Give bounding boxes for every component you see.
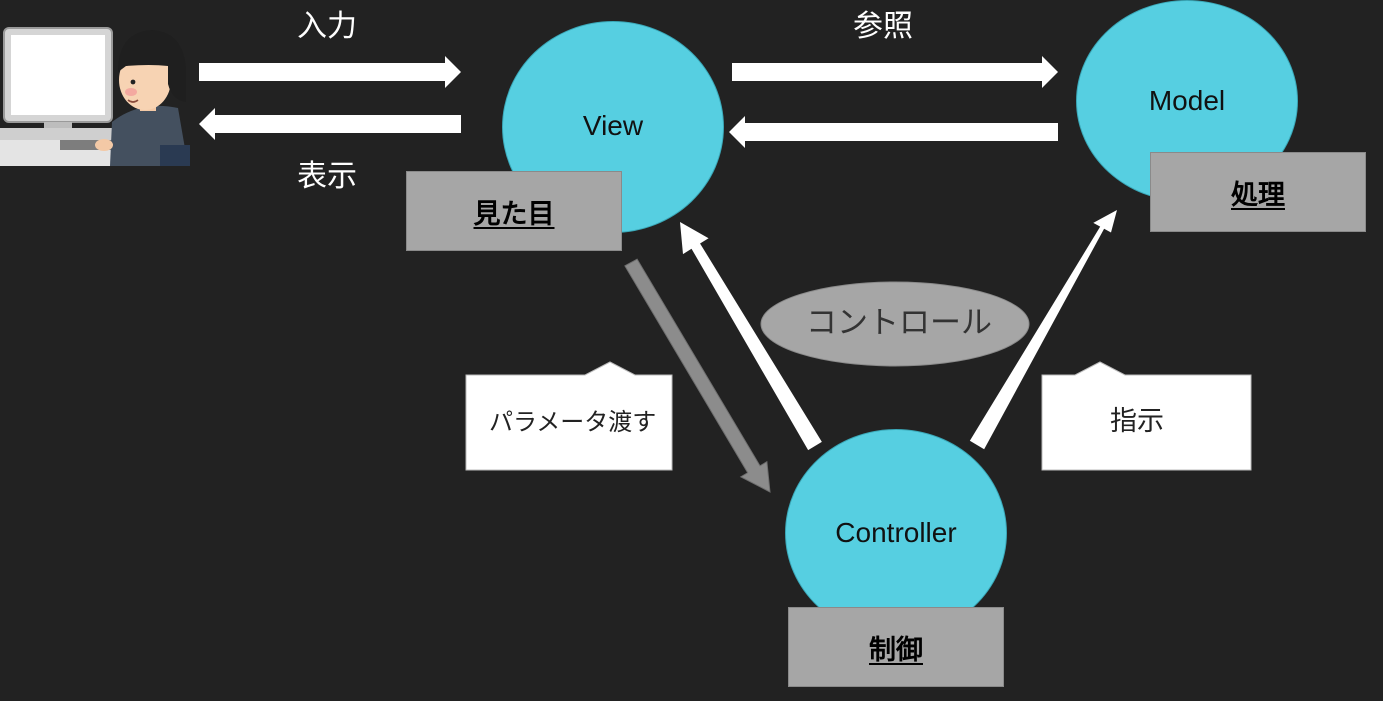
controller-node: Controller	[785, 429, 1007, 637]
instruct-label: 指示	[1110, 406, 1164, 437]
pass-params-label: パラメータ渡す	[489, 408, 657, 436]
pass-params-arrow	[624, 258, 771, 493]
view-role-label: 見た目	[473, 198, 555, 230]
control-arrow	[680, 222, 822, 451]
pass-params-callout	[465, 361, 673, 471]
person-at-computer-icon	[0, 27, 190, 166]
display-arrow	[199, 108, 461, 140]
display-label: 表示	[297, 159, 357, 194]
return-arrow	[729, 116, 1058, 148]
reference-label: 参照	[853, 9, 913, 44]
instruct-arrow	[969, 210, 1117, 450]
model-node-label: Model	[1148, 85, 1226, 116]
controller-node-label: Controller	[835, 517, 957, 548]
model-role-label: 処理	[1231, 179, 1285, 211]
input-label: 入力	[297, 9, 357, 44]
control-oval	[760, 281, 1030, 367]
view-node-label: View	[582, 110, 644, 141]
input-arrow	[199, 56, 461, 88]
reference-arrow	[732, 56, 1058, 88]
instruct-callout	[1041, 361, 1252, 471]
controller-role-box: 制御	[788, 607, 1004, 687]
view-role-box: 見た目	[406, 171, 622, 251]
control-label: コントロール	[806, 305, 992, 341]
model-role-box: 処理	[1150, 152, 1366, 232]
controller-role-label: 制御	[869, 634, 923, 666]
